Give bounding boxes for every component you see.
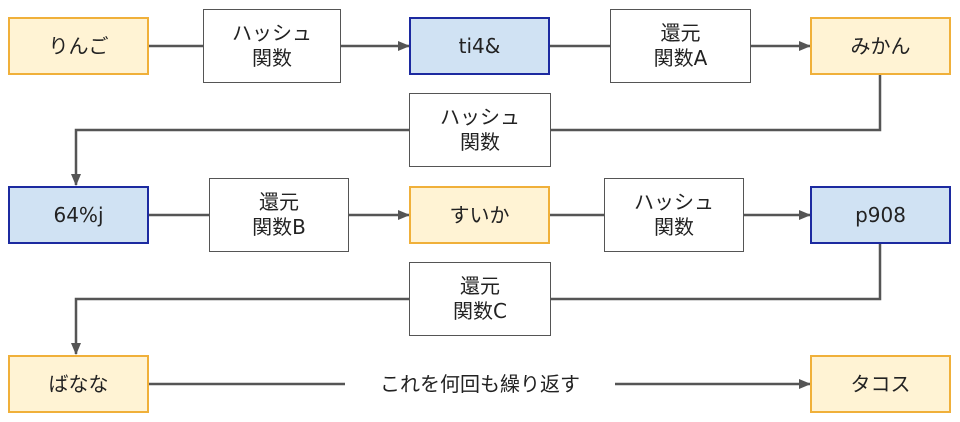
node-suika-label: すいか — [449, 202, 510, 227]
node-p908-label: p908 — [855, 202, 906, 227]
hash-function-c-line2: 関数 — [654, 215, 694, 239]
node-64j-label: 64%j — [53, 202, 104, 227]
hash-function-b-line2: 関数 — [460, 130, 500, 154]
node-banana-label: ばなな — [48, 371, 109, 396]
node-suika: すいか — [409, 186, 550, 244]
node-ti4: ti4& — [409, 17, 550, 75]
reduce-function-c-line2: 関数C — [453, 299, 507, 323]
hash-function-c: ハッシュ 関数 — [604, 178, 744, 252]
reduce-function-a-line1: 還元 — [660, 21, 701, 45]
hash-function-c-line1: ハッシュ — [634, 190, 714, 214]
node-mikan: みかん — [810, 17, 951, 75]
node-p908: p908 — [810, 186, 951, 244]
repeat-label: これを何回も繰り返す — [345, 368, 615, 400]
node-ti4-label: ti4& — [458, 33, 501, 58]
node-tacos-label: タコス — [850, 371, 911, 396]
reduce-function-b-line1: 還元 — [259, 190, 299, 214]
hash-function-a-line1: ハッシュ — [232, 21, 312, 45]
reduce-function-b-line2: 関数B — [252, 215, 306, 239]
node-banana: ばなな — [8, 355, 149, 413]
hash-function-b: ハッシュ 関数 — [409, 93, 551, 167]
hash-function-a-line2: 関数 — [252, 46, 292, 70]
hash-function-b-line1: ハッシュ — [440, 105, 520, 129]
repeat-label-text: これを何回も繰り返す — [380, 371, 580, 396]
reduce-function-c: 還元 関数C — [409, 262, 551, 336]
reduce-function-a-line2: 関数A — [653, 46, 708, 70]
node-tacos: タコス — [810, 355, 951, 413]
node-64j: 64%j — [8, 186, 149, 244]
reduce-function-a: 還元 関数A — [610, 9, 751, 83]
hash-function-a: ハッシュ 関数 — [203, 9, 341, 83]
reduce-function-c-line1: 還元 — [460, 274, 500, 298]
node-ringo: りんご — [8, 17, 149, 75]
node-ringo-label: りんご — [48, 33, 109, 58]
node-mikan-label: みかん — [850, 33, 911, 58]
reduce-function-b: 還元 関数B — [209, 178, 349, 252]
